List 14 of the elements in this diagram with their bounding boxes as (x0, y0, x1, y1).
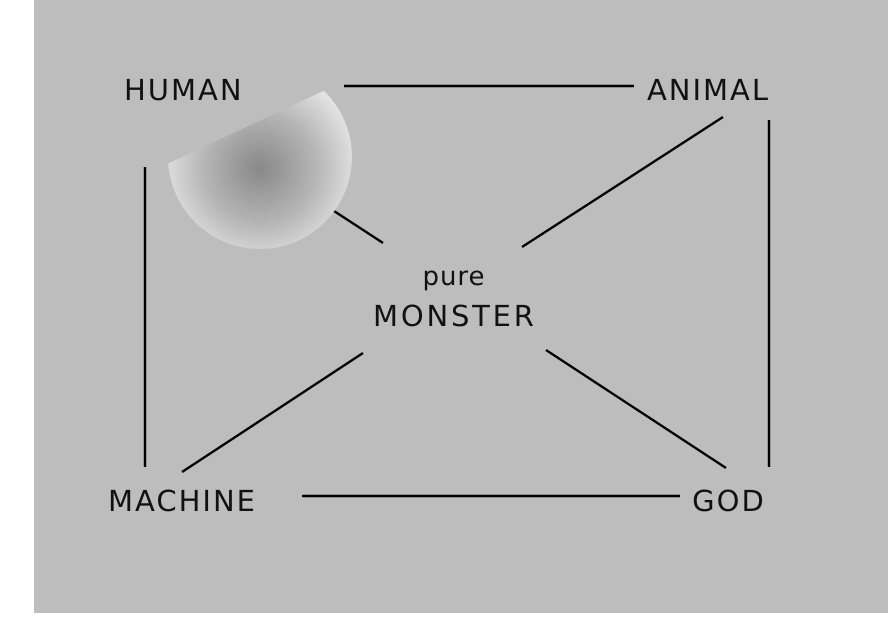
concept-label: GOD (692, 485, 766, 518)
connector-line (181, 352, 364, 473)
concept-label: ANIMAL (646, 74, 770, 108)
connector-line (333, 210, 384, 244)
connector-line (144, 167, 146, 467)
connector-line (545, 349, 727, 469)
concept-label: MONSTER (373, 300, 537, 334)
concept-label: pure (422, 263, 486, 293)
connector-line (768, 120, 770, 467)
concept-label: MACHINE (108, 485, 257, 518)
connector-line (344, 84, 634, 88)
connector-line (302, 494, 680, 498)
concept-label: HUMAN (124, 74, 244, 108)
connector-line (521, 116, 724, 248)
